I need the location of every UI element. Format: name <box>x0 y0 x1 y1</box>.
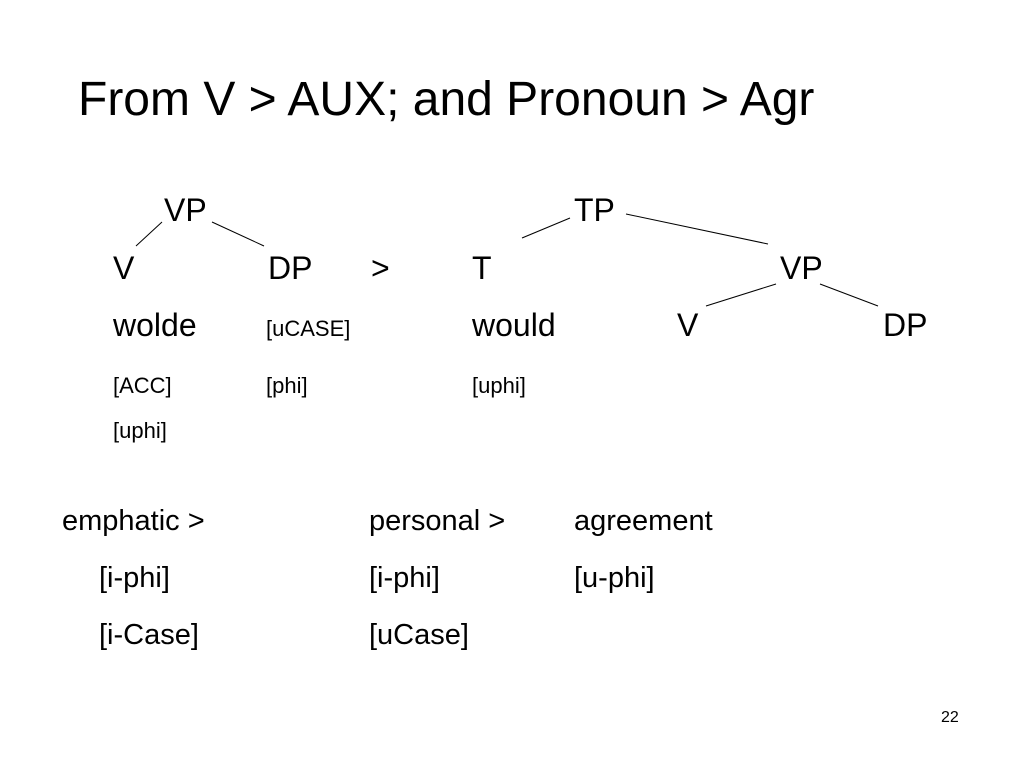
tree-left-feature-acc: [ACC] <box>113 373 172 398</box>
branch-vp-dp-right <box>819 283 879 307</box>
branch-vp-v <box>135 221 163 247</box>
tree-left-node-v: V <box>113 250 135 286</box>
tree-left-root-vp: VP <box>164 192 207 228</box>
tree-right-node-dp: DP <box>883 307 928 343</box>
derivation-arrow: > <box>371 250 390 286</box>
cline-emphatic-iphi: [i-phi] <box>99 562 170 594</box>
cline-emphatic-header: emphatic > <box>62 505 205 537</box>
tree-right-node-vp: VP <box>780 250 823 286</box>
tree-right-word-would: would <box>472 307 556 343</box>
cline-emphatic-icase: [i-Case] <box>99 619 199 651</box>
branch-vp-v-right <box>705 283 777 307</box>
cline-personal-iphi: [i-phi] <box>369 562 440 594</box>
tree-right-node-v: V <box>677 307 699 343</box>
tree-left-word-wolde: wolde <box>113 307 197 343</box>
tree-right-feature-uphi: [uphi] <box>472 373 526 398</box>
cline-personal-ucase: [uCase] <box>369 619 469 651</box>
tree-left-feature-uphi: [uphi] <box>113 418 167 443</box>
tree-left-feature-ucase: [uCASE] <box>266 316 351 341</box>
branch-vp-dp <box>211 221 265 247</box>
cline-personal-header: personal > <box>369 505 506 537</box>
branch-tp-vp <box>625 213 769 245</box>
tree-left-feature-phi: [phi] <box>266 373 308 398</box>
slide-title: From V > AUX; and Pronoun > Agr <box>78 73 815 126</box>
page-number: 22 <box>941 709 959 726</box>
tree-right-root-tp: TP <box>574 192 615 228</box>
branch-tp-t <box>521 217 571 239</box>
tree-left-node-dp: DP <box>268 250 313 286</box>
tree-right-node-t: T <box>472 250 492 286</box>
cline-agreement-header: agreement <box>574 505 713 537</box>
cline-agreement-uphi: [u-phi] <box>574 562 655 594</box>
